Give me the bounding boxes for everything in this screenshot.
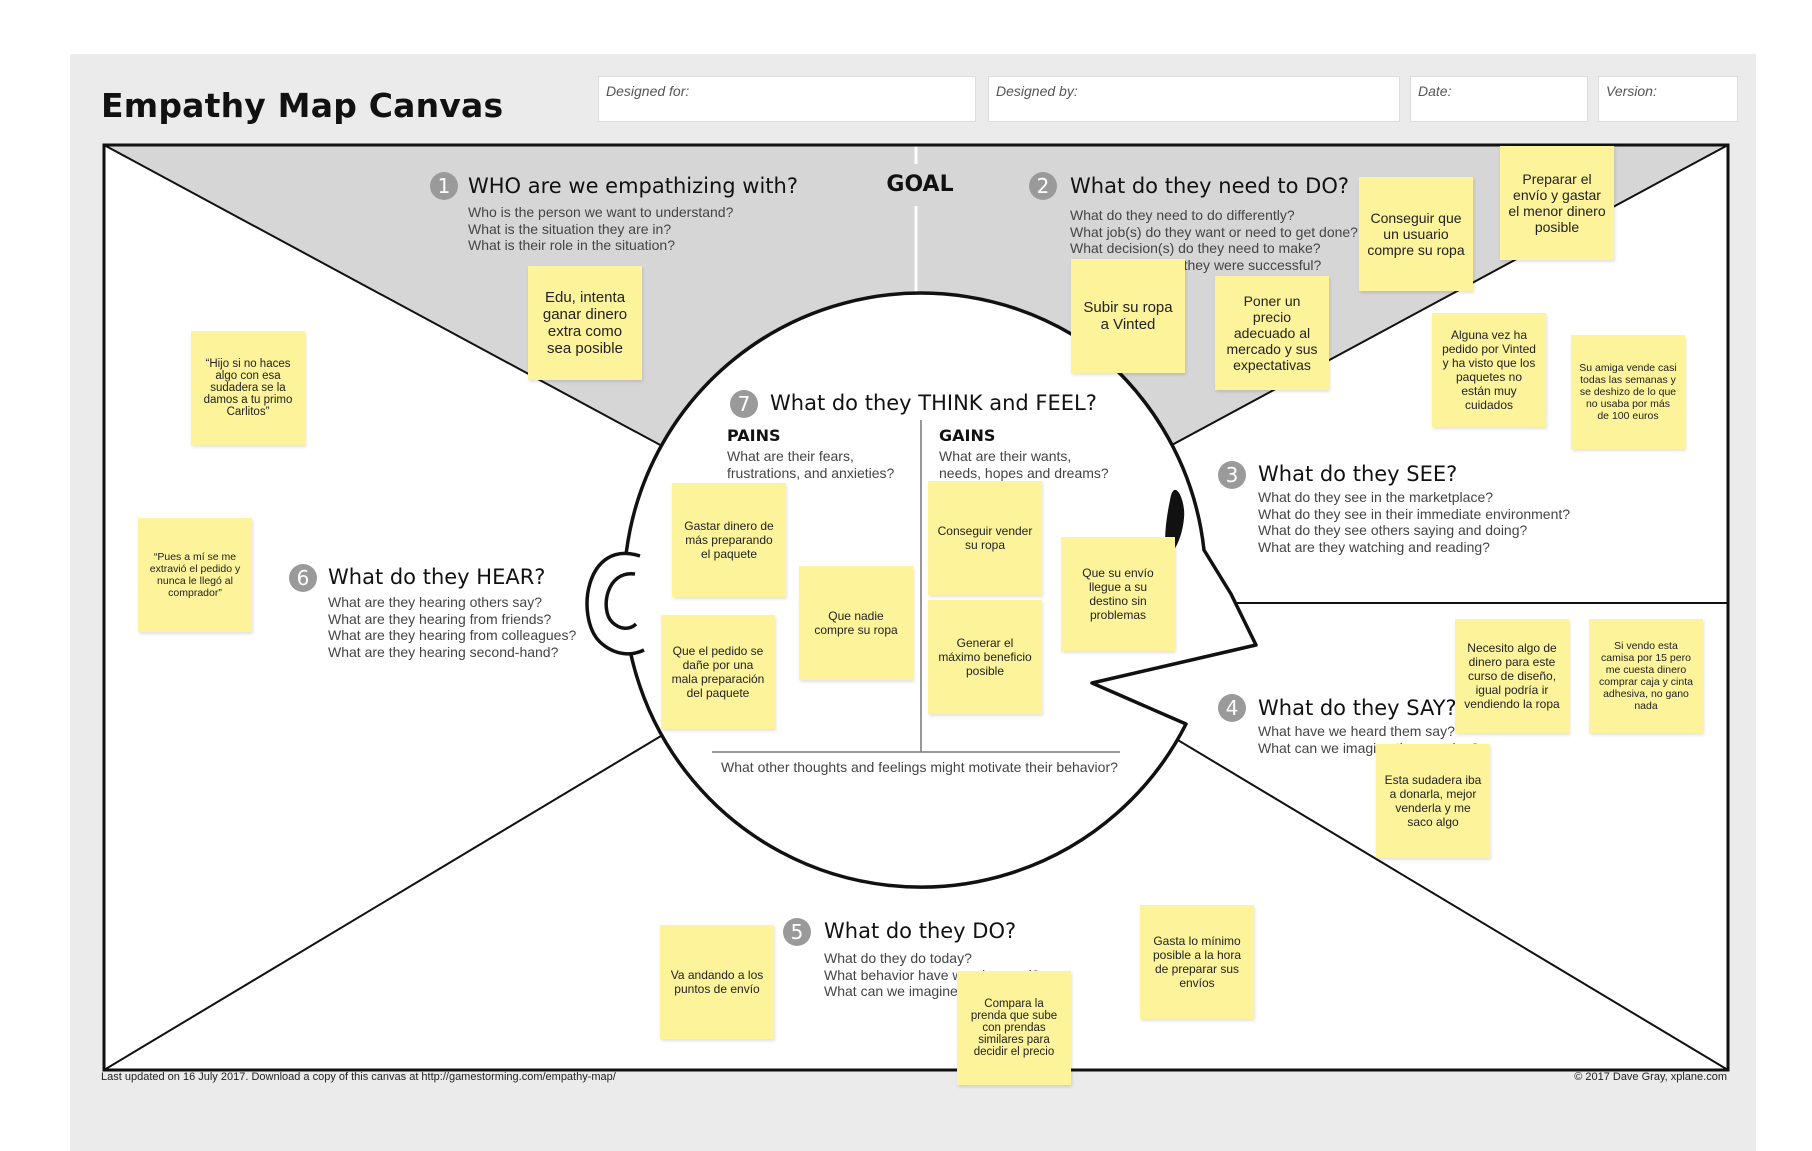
note-text: Que nadie compre su ropa bbox=[807, 609, 905, 637]
question: Who is the person we want to understand? bbox=[468, 204, 733, 221]
note-text: Que el pedido se dañe por una mala prepa… bbox=[669, 644, 767, 700]
sticky-note-do[interactable]: Compara la prenda que sube con prendas s… bbox=[957, 971, 1071, 1085]
sticky-note-gains[interactable]: Conseguir vender su ropa bbox=[928, 481, 1042, 595]
note-text: Gastar dinero de más preparando el paque… bbox=[680, 519, 778, 561]
sticky-note-hear[interactable]: “Pues a mí se me extravió el pedido y nu… bbox=[138, 518, 252, 632]
question: What have we heard them say? bbox=[1258, 723, 1479, 740]
note-text: “Hijo si no haces algo con esa sudadera … bbox=[199, 358, 297, 418]
question: What are they hearing from friends? bbox=[328, 611, 576, 628]
section-questions-hear: What are they hearing others say? What a… bbox=[328, 594, 576, 660]
sticky-note-say[interactable]: Esta sudadera iba a donarla, mejor vende… bbox=[1376, 744, 1490, 858]
sticky-note-do-need[interactable]: Preparar el envío y gastar el menor dine… bbox=[1500, 146, 1614, 260]
think-feel-other-question: What other thoughts and feelings might m… bbox=[721, 759, 1118, 776]
note-text: Edu, intenta ganar dinero extra como sea… bbox=[536, 289, 634, 357]
designed-for-label: Designed for: bbox=[606, 83, 689, 99]
note-text: Esta sudadera iba a donarla, mejor vende… bbox=[1384, 773, 1482, 829]
gains-questions: What are their wants, needs, hopes and d… bbox=[939, 448, 1109, 481]
note-text: Subir su ropa a Vinted bbox=[1079, 299, 1177, 333]
head-ear bbox=[587, 553, 644, 653]
sticky-note-do[interactable]: Gasta lo mínimo posible a la hora de pre… bbox=[1140, 905, 1254, 1019]
goal-label: GOAL bbox=[842, 164, 998, 206]
note-text: Si vendo esta camisa por 15 pero me cues… bbox=[1597, 640, 1695, 712]
section-title-who: WHO are we empathizing with? bbox=[468, 174, 798, 198]
version-label: Version: bbox=[1606, 83, 1657, 99]
sticky-note-see[interactable]: Alguna vez ha pedido por Vinted y ha vis… bbox=[1432, 313, 1546, 427]
designed-by-field[interactable]: Designed by: bbox=[988, 76, 1400, 122]
section-title-do: What do they DO? bbox=[824, 919, 1016, 943]
note-text: Preparar el envío y gastar el menor dine… bbox=[1508, 171, 1606, 235]
version-field[interactable]: Version: bbox=[1598, 76, 1738, 122]
section-number-who: 1 bbox=[430, 172, 458, 200]
section-number-say: 4 bbox=[1218, 694, 1246, 722]
question: What are they hearing second-hand? bbox=[328, 644, 576, 661]
sticky-note-do-need[interactable]: Conseguir que un usuario compre su ropa bbox=[1359, 177, 1473, 291]
note-text: Su amiga vende casi todas las semanas y … bbox=[1579, 362, 1677, 422]
sticky-note-hear[interactable]: “Hijo si no haces algo con esa sudadera … bbox=[191, 331, 305, 445]
note-text: Que su envío llegue a su destino sin pro… bbox=[1069, 566, 1167, 622]
note-text: Compara la prenda que sube con prendas s… bbox=[965, 998, 1063, 1058]
question: needs, hopes and dreams? bbox=[939, 465, 1109, 482]
sticky-note-say[interactable]: Si vendo esta camisa por 15 pero me cues… bbox=[1589, 619, 1703, 733]
question: What do they see in their immediate envi… bbox=[1258, 506, 1570, 523]
note-text: Conseguir vender su ropa bbox=[936, 524, 1034, 552]
note-text: Alguna vez ha pedido por Vinted y ha vis… bbox=[1440, 328, 1538, 412]
section-number-think-feel: 7 bbox=[730, 390, 758, 418]
section-title-do-need: What do they need to DO? bbox=[1070, 174, 1349, 198]
pains-questions: What are their fears, frustrations, and … bbox=[727, 448, 894, 481]
note-text: “Pues a mí se me extravió el pedido y nu… bbox=[146, 551, 244, 599]
question: What do they see others saying and doing… bbox=[1258, 522, 1570, 539]
question: frustrations, and anxieties? bbox=[727, 465, 894, 482]
sticky-note-do[interactable]: Va andando a los puntos de envío bbox=[660, 925, 774, 1039]
section-number-do: 5 bbox=[783, 918, 811, 946]
question: What is the situation they are in? bbox=[468, 221, 733, 238]
pains-title: PAINS bbox=[727, 426, 781, 445]
sticky-note-gains[interactable]: Que su envío llegue a su destino sin pro… bbox=[1061, 537, 1175, 651]
designed-for-field[interactable]: Designed for: bbox=[598, 76, 976, 122]
section-number-do-need: 2 bbox=[1029, 172, 1057, 200]
sticky-note-pains[interactable]: Gastar dinero de más preparando el paque… bbox=[672, 483, 786, 597]
question: What decision(s) do they need to make? bbox=[1070, 240, 1358, 257]
note-text: Necesito algo de dinero para este curso … bbox=[1463, 641, 1561, 711]
note-text: Conseguir que un usuario compre su ropa bbox=[1367, 210, 1465, 258]
sticky-note-pains[interactable]: Que nadie compre su ropa bbox=[799, 566, 913, 680]
note-text: Va andando a los puntos de envío bbox=[668, 968, 766, 996]
section-title-say: What do they SAY? bbox=[1258, 696, 1457, 720]
sticky-note-see[interactable]: Su amiga vende casi todas las semanas y … bbox=[1571, 335, 1685, 449]
section-title-think-feel: What do they THINK and FEEL? bbox=[770, 391, 1097, 415]
question: What are they watching and reading? bbox=[1258, 539, 1570, 556]
sticky-note-do-need[interactable]: Poner un precio adecuado al mercado y su… bbox=[1215, 276, 1329, 390]
section-title-hear: What do they HEAR? bbox=[328, 565, 545, 589]
question: What job(s) do they want or need to get … bbox=[1070, 224, 1358, 241]
question: What are their fears, bbox=[727, 448, 894, 465]
sticky-note-pains[interactable]: Que el pedido se dañe por una mala prepa… bbox=[661, 615, 775, 729]
sticky-note-do-need[interactable]: Subir su ropa a Vinted bbox=[1071, 259, 1185, 373]
question: What is their role in the situation? bbox=[468, 237, 733, 254]
note-text: Generar el máximo beneficio posible bbox=[936, 636, 1034, 678]
question: What do they see in the marketplace? bbox=[1258, 489, 1570, 506]
section-questions-who: Who is the person we want to understand?… bbox=[468, 204, 733, 254]
question: What do they do today? bbox=[824, 950, 1040, 967]
question: What are their wants, bbox=[939, 448, 1109, 465]
footer-right: © 2017 Dave Gray, xplane.com bbox=[1574, 1071, 1727, 1083]
section-number-see: 3 bbox=[1218, 461, 1246, 489]
question: What are they hearing others say? bbox=[328, 594, 576, 611]
sticky-note-who[interactable]: Edu, intenta ganar dinero extra como sea… bbox=[528, 266, 642, 380]
designed-by-label: Designed by: bbox=[996, 83, 1078, 99]
note-text: Gasta lo mínimo posible a la hora de pre… bbox=[1148, 934, 1246, 990]
footer-left: Last updated on 16 July 2017. Download a… bbox=[101, 1071, 616, 1083]
date-field[interactable]: Date: bbox=[1410, 76, 1588, 122]
sticky-note-gains[interactable]: Generar el máximo beneficio posible bbox=[928, 600, 1042, 714]
sticky-note-say[interactable]: Necesito algo de dinero para este curso … bbox=[1455, 619, 1569, 733]
section-number-hear: 6 bbox=[289, 564, 317, 592]
question: What do they need to do differently? bbox=[1070, 207, 1358, 224]
gains-title: GAINS bbox=[939, 426, 995, 445]
section-title-see: What do they SEE? bbox=[1258, 462, 1457, 486]
question: What are they hearing from colleagues? bbox=[328, 627, 576, 644]
note-text: Poner un precio adecuado al mercado y su… bbox=[1223, 293, 1321, 373]
canvas-title: Empathy Map Canvas bbox=[101, 86, 503, 125]
section-questions-see: What do they see in the marketplace? Wha… bbox=[1258, 489, 1570, 555]
date-label: Date: bbox=[1418, 83, 1451, 99]
